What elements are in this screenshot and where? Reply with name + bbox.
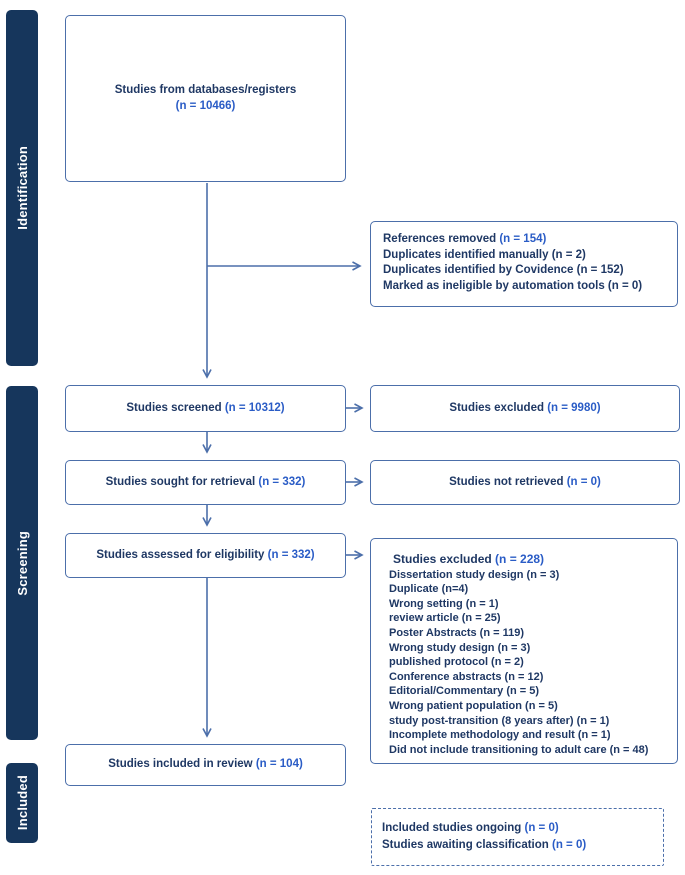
text-line: Duplicates identified manually (n = 2) — [383, 248, 586, 261]
box-text: Studies sought for retrieval (n = 332) — [105, 475, 306, 488]
text-line: Conference abstracts (n = 12) — [389, 670, 544, 683]
box-studies-assessed: Studies assessed for eligibility (n = 33… — [65, 533, 346, 578]
text-line: Poster Abstracts (n = 119) — [389, 626, 525, 639]
stage-label-identification: Identification — [14, 146, 30, 230]
text-line: Duplicates identified by Covidence (n = … — [383, 264, 624, 276]
text-line: Did not include transitioning to adult c… — [389, 743, 649, 756]
text-line: Studies awaiting classification (n = 0) — [382, 838, 587, 851]
box-studies-included-review: Studies included in review (n = 104) — [65, 744, 346, 786]
box-count: (n = 10466) — [175, 99, 236, 112]
text-line: Marked as ineligible by automation tools… — [383, 279, 643, 292]
text-line: Included studies ongoing (n = 0) — [382, 822, 559, 834]
stage-bar-identification: Identification — [6, 10, 38, 366]
text-line: Editorial/Commentary (n = 5) — [389, 685, 540, 698]
text-line: Wrong study design (n = 3) — [389, 641, 531, 654]
text-line: References removed (n = 154) — [383, 233, 547, 245]
box-text: Studies not retrieved (n = 0) — [449, 475, 601, 488]
text-line: Incomplete methodology and result (n = 1… — [389, 729, 611, 742]
text-line: review article (n = 25) — [389, 612, 501, 625]
text-line: published protocol (n = 2) — [389, 656, 524, 669]
stage-label-included: Included — [14, 775, 30, 831]
box-ongoing-awaiting: Included studies ongoing (n = 0) Studies … — [371, 808, 664, 866]
box-text: Studies excluded (n = 9980) — [449, 401, 601, 414]
stage-label-screening: Screening — [14, 530, 30, 596]
box-studies-excluded-eligibility: Studies excluded (n = 228) Dissertation … — [370, 538, 678, 764]
box-text: Studies included in review (n = 104) — [108, 758, 303, 771]
text-line: Wrong setting (n = 1) — [389, 597, 499, 610]
text-line: Wrong patient population (n = 5) — [389, 699, 558, 712]
exclusion-reason-list: Dissertation study design (n = 3) Duplica… — [389, 568, 671, 758]
stage-bar-screening: Screening — [6, 386, 38, 740]
text-line: Dissertation study design (n = 3) — [389, 568, 560, 581]
box-studies-sought: Studies sought for retrieval (n = 332) — [65, 460, 346, 505]
text-line: study post-transition (8 years after) (n… — [389, 714, 610, 727]
stage-bar-included: Included — [6, 763, 38, 843]
box-references-removed: References removed (n = 154) Duplicates i… — [370, 221, 678, 307]
box-studies-screened: Studies screened (n = 10312) — [65, 385, 346, 432]
box-text: Studies screened (n = 10312) — [126, 401, 285, 414]
box-studies-from-databases: Studies from databases/registers (n = 10… — [65, 15, 346, 182]
exclusion-header: Studies excluded (n = 228) — [393, 552, 545, 566]
text-line: Duplicate (n=4) — [389, 583, 469, 596]
box-text: Studies assessed for eligibility (n = 33… — [96, 548, 315, 561]
box-title: Studies from databases/registers — [114, 84, 297, 96]
box-studies-not-retrieved: Studies not retrieved (n = 0) — [370, 460, 680, 505]
box-studies-excluded-screening: Studies excluded (n = 9980) — [370, 385, 680, 432]
